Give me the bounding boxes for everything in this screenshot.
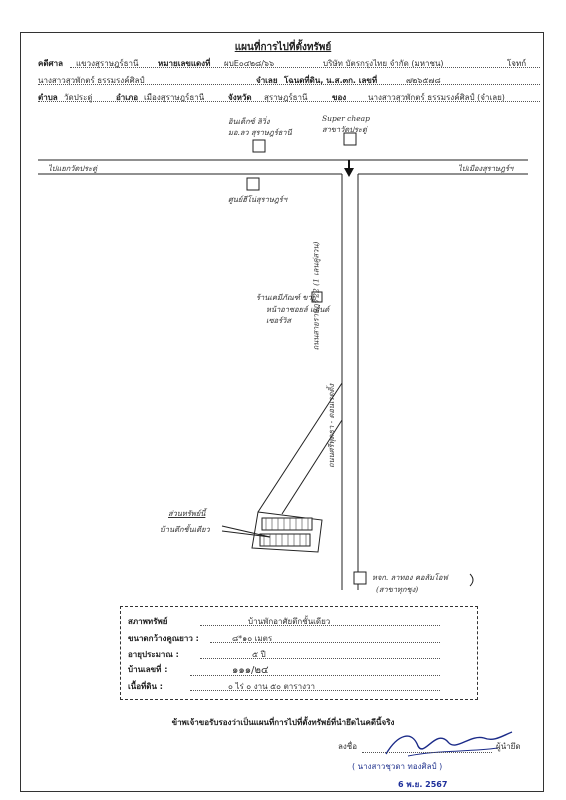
road-right-label: ไปเมืองสุราษฎร์ฯ xyxy=(458,164,514,173)
area-line xyxy=(190,690,440,691)
district-value: เมืองสุราษฎร์ธานี xyxy=(144,93,205,102)
defendant-role: จำเลย xyxy=(256,76,278,85)
plaintiff-value: บริษัท บัตรกรุงไทย จำกัด (มหาชน) xyxy=(323,59,444,68)
area-value: ๐ ไร่ ๐ งาน ๕๐ ตารางวา xyxy=(228,682,315,691)
landmark-top-right-line1: Super cheap xyxy=(322,114,370,123)
property-parcel xyxy=(251,511,323,553)
certify-text: ข้าพเจ้าขอรับรองว่าเป็นแผนที่การไปที่ตั้… xyxy=(171,718,395,727)
property-callout-line2: บ้านตึกชั้นเดียว xyxy=(160,525,210,534)
outer-frame xyxy=(20,32,544,792)
landmark-bottom-line1: หจก. ลาทอง คอลัมโอฟ xyxy=(372,573,448,582)
row1-line xyxy=(70,67,540,68)
curve-mark xyxy=(469,573,474,587)
callout-line-2 xyxy=(221,530,271,538)
province-label: จังหวัด xyxy=(228,93,252,102)
landmark-center-label: ศูนย์ฮีโน่สุราษฎร์ฯ xyxy=(228,195,288,204)
property-house-1 xyxy=(261,517,313,531)
landmark-bottom-line2: (สาขาทุกชุง) xyxy=(376,585,419,594)
house-no-line xyxy=(190,675,440,676)
callout-line-1 xyxy=(221,525,271,538)
court-value: แขวงสุราษฎร์ธานี xyxy=(76,59,139,68)
owner-value: นางสาวสุวพักตร์ ธรรมรงค์ศิลป์ (จำเลย) xyxy=(368,93,505,102)
landmark-box-super-cheap xyxy=(343,132,357,146)
age-label: อายุประมาณ : xyxy=(128,650,179,659)
soi-road-lower-edge xyxy=(281,419,343,515)
province-value: สุราษฎร์ธานี xyxy=(264,93,308,102)
house-no-label: บ้านเลขที่ : xyxy=(128,665,168,674)
landmark-top-right-line2: สาขาวัดประดู่ xyxy=(322,125,367,134)
landmark-box-index-living xyxy=(252,139,266,153)
deed-value: ๗๒๖๕๗๘ xyxy=(406,76,441,85)
district-label: อำเภอ xyxy=(116,93,139,102)
sign-role: ผู้นำยึด xyxy=(496,742,521,751)
type-value: บ้านพักอาศัยตึกชั้นเดียว xyxy=(248,617,331,626)
type-line xyxy=(200,625,440,626)
signature-scribble xyxy=(385,731,513,757)
property-callout-line1: ส่วนทรัพย์นี้ xyxy=(168,509,206,518)
subdistrict-label: ตำบล xyxy=(38,93,58,102)
type-label: สภาพทรัพย์ xyxy=(128,617,168,626)
landmark-box-latong xyxy=(353,571,367,585)
owner-label: ของ xyxy=(332,93,347,102)
sign-label: ลงชื่อ xyxy=(338,742,358,751)
road-left-label: ไปแยกวัดประดู่ xyxy=(48,164,98,173)
age-line xyxy=(200,658,440,659)
house-hatching xyxy=(263,518,309,546)
landmark-box-chemical xyxy=(311,291,323,303)
age-value: ๕ ปี xyxy=(252,650,266,659)
landmark-mid-line2: หน้าอาซอยล์ แอนด์ xyxy=(266,305,330,314)
soi-road-label: ถนนศรีพุดธา - ดอนเรดดิ้ง xyxy=(327,384,336,468)
landmark-box-hino xyxy=(246,177,260,191)
property-house-2 xyxy=(259,533,311,547)
case-no-value: ผบE๐๔๒๘/๖๖ xyxy=(224,59,275,68)
deed-label: โฉนดที่ดิน, น.ส.๓ก. เลขที่ xyxy=(284,76,378,85)
size-label: ขนาดกว้างคูณยาว : xyxy=(128,634,199,643)
defendant-value: นางสาวสุวพักตร์ ธรรมรงค์ศิลป์ xyxy=(38,76,145,85)
direction-arrow-head xyxy=(344,168,354,177)
case-no-label: หมายเลขแดงที่ xyxy=(158,59,211,68)
date-stamp: 6 พ.ย. 2567 xyxy=(398,780,448,789)
landmark-top-left-line2: มอ.ลว สุราษฎร์ธานี xyxy=(228,128,292,137)
subdistrict-value: วัดประดู่ xyxy=(64,93,93,102)
row3-line xyxy=(38,101,540,102)
landmark-top-left-line1: อินเด็กซ์ ลิวิ่ง xyxy=(228,117,270,126)
property-info-box xyxy=(120,606,478,700)
size-line xyxy=(210,642,440,643)
row2-line xyxy=(38,84,540,85)
court-label: คดีศาล xyxy=(38,59,64,68)
house-no-value: ๑๑๑/๒๔ xyxy=(232,665,269,676)
area-label: เนื้อที่ดิน : xyxy=(128,682,163,691)
landmark-mid-line3: เซอร์วิส xyxy=(266,316,291,325)
signer-name: ( นางสาวชุวดา ทองศิลป์ ) xyxy=(352,762,443,771)
plaintiff-role: โจทก์ xyxy=(507,59,527,68)
document-title: แผนที่การไปที่ตั้งทรัพย์ xyxy=(234,42,332,53)
landmark-mid-line1: ร้านเคมีภัณฑ์ ขาย xyxy=(256,293,317,302)
sign-line xyxy=(362,752,492,753)
soi-road-upper-edge xyxy=(257,382,343,513)
size-value: ๘*๑๐ เมตร xyxy=(232,634,273,643)
